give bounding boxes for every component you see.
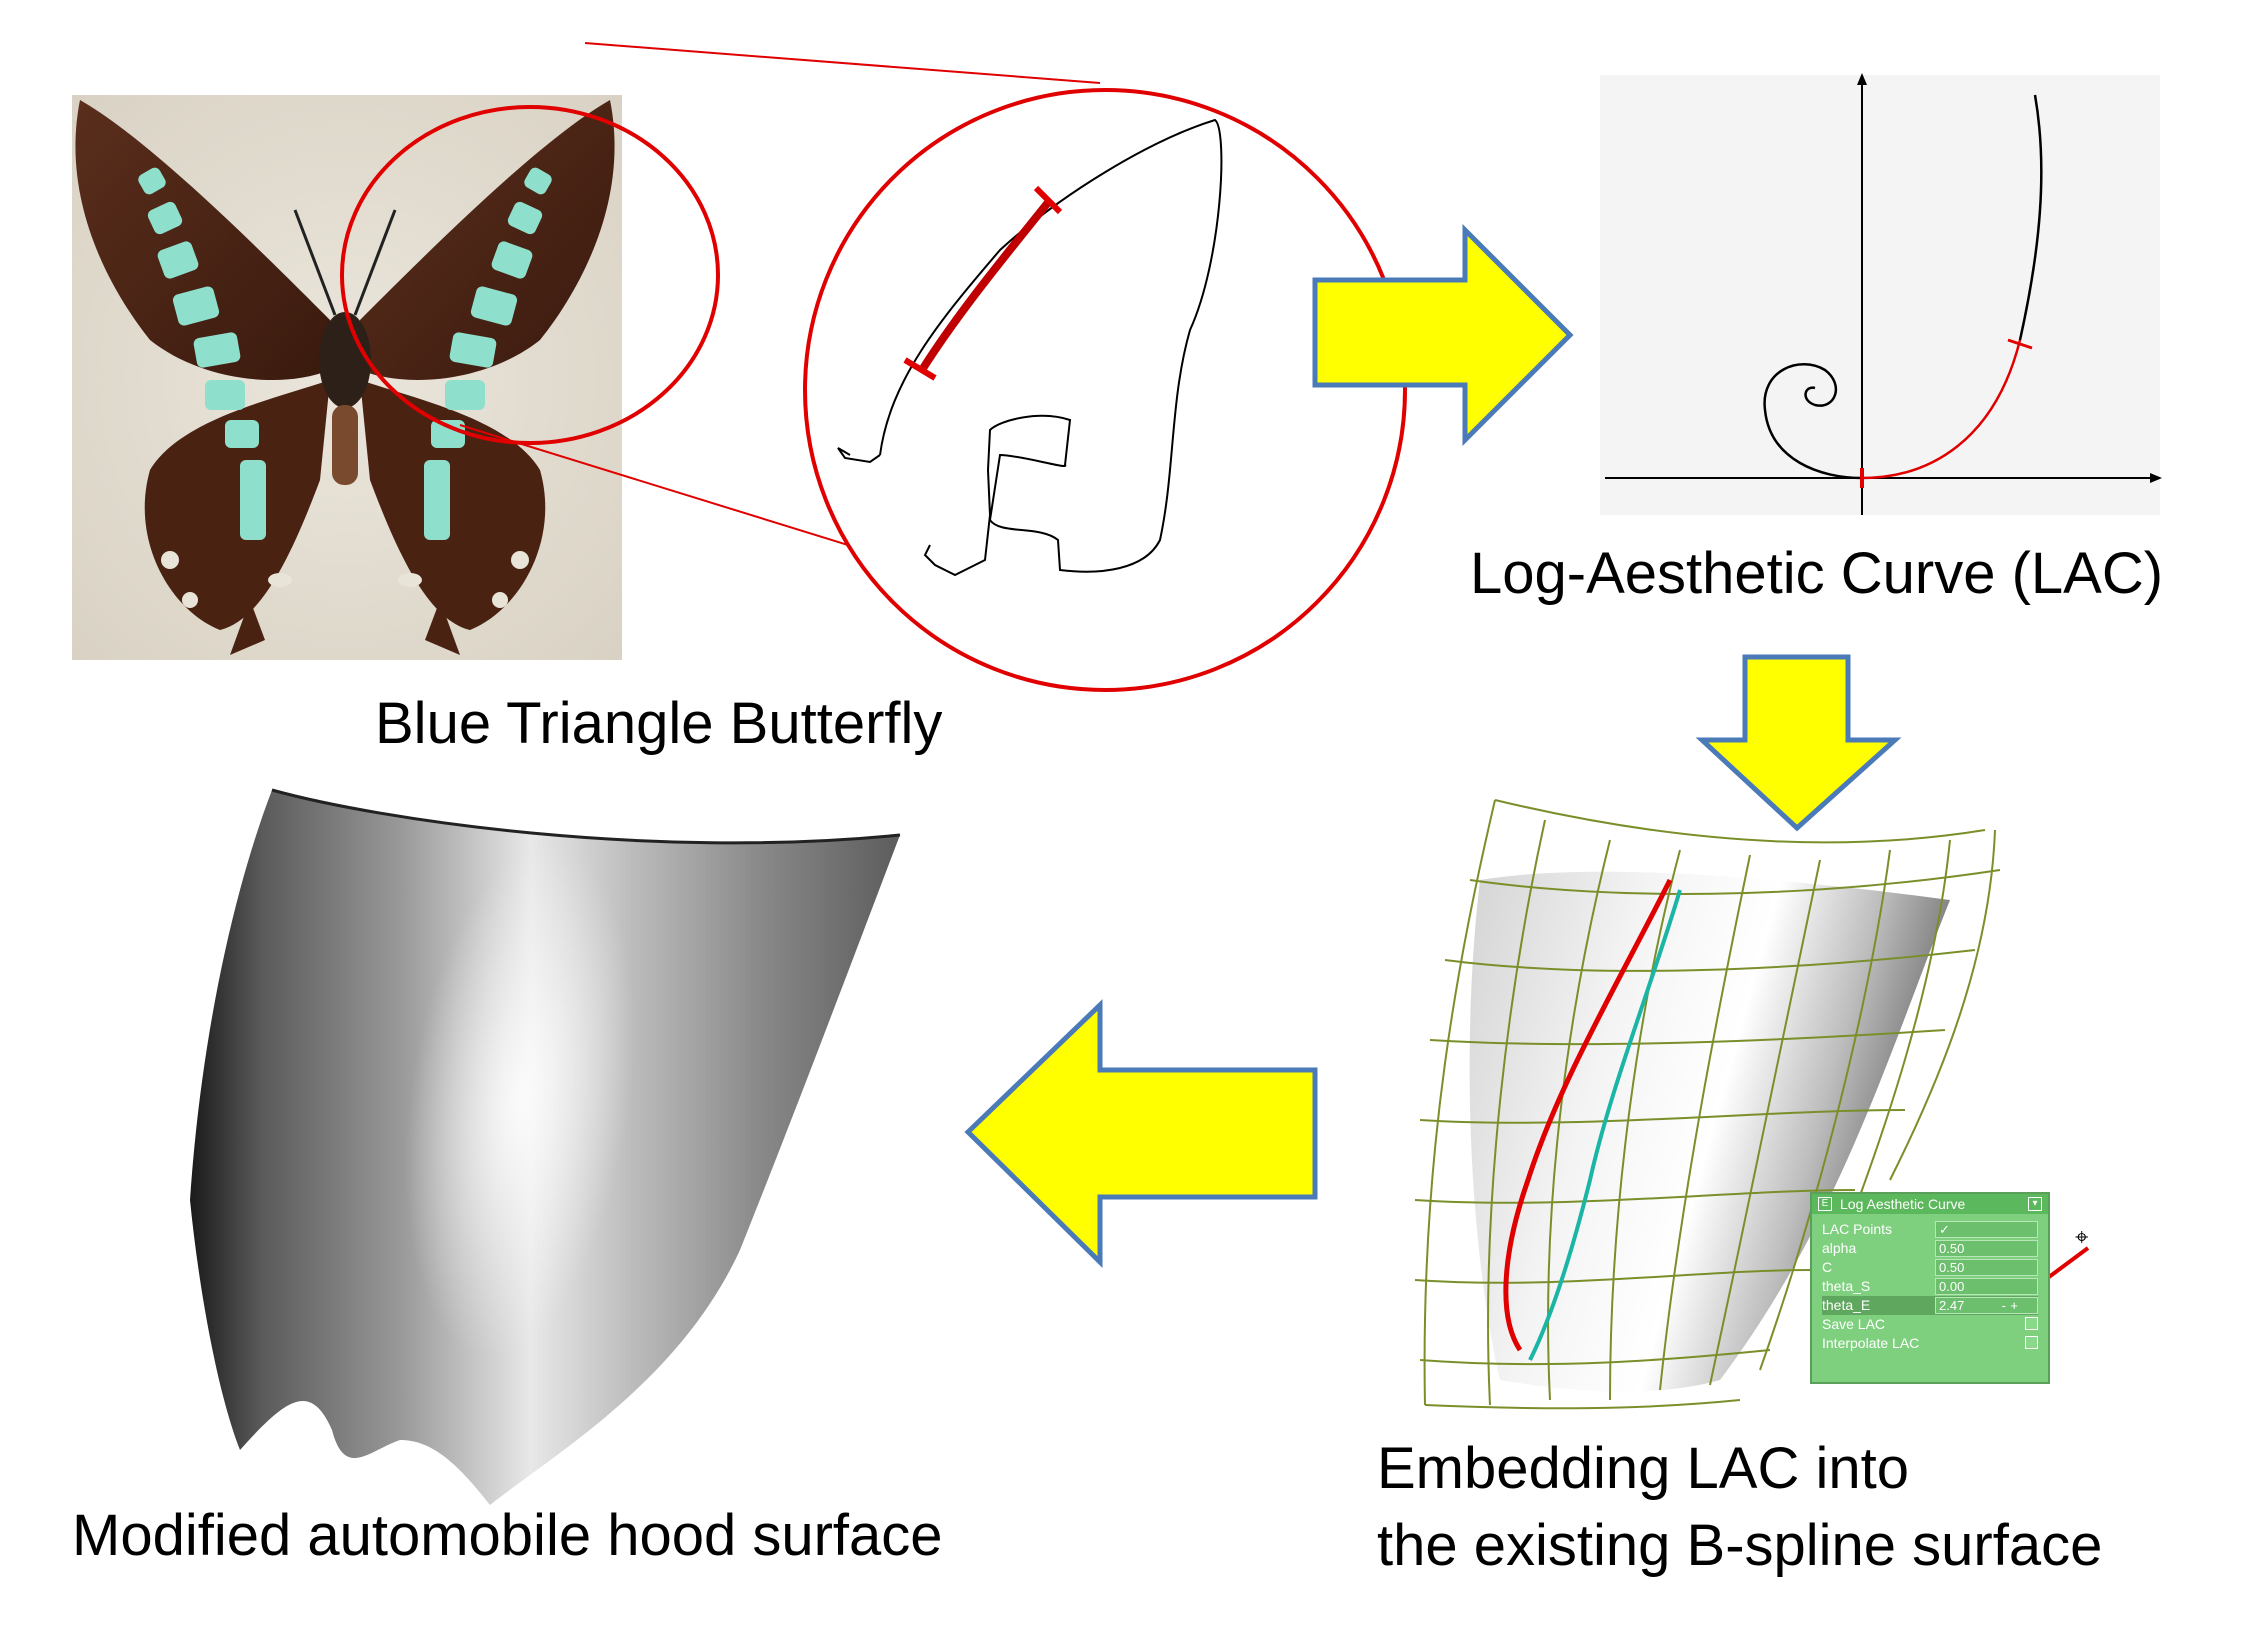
panel-row[interactable]: Save LAC [1822,1315,2038,1334]
panel-collapse-icon[interactable]: ▾ [2028,1197,2042,1211]
zoom-line-top [584,42,1101,84]
caption-lac: Log-Aesthetic Curve (LAC) [1470,541,2164,606]
arrow-left [964,999,1318,1268]
caption-butterfly: Blue Triangle Butterfly [375,691,943,756]
panel-row-value[interactable] [1937,1336,2038,1351]
panel-row-label: alpha [1822,1240,1857,1256]
wing-curve-segment [918,197,1054,373]
source-circle [340,105,720,445]
panel-row[interactable]: theta_S 0.00 [1822,1277,2038,1296]
hood-surface [190,788,901,1505]
panel-row-value[interactable]: 2.47 [1935,1297,2038,1314]
magnified-circle [803,88,1407,692]
panel-menu-icon[interactable]: E [1818,1197,1832,1211]
caption-embed-line2: the existing B-spline surface [1377,1513,2103,1578]
zoom-callout [340,42,1407,692]
lac-plot [1600,73,2162,515]
panel-row[interactable]: Interpolate LAC [1822,1334,2038,1353]
embedded-lac-curve [1503,878,1673,1352]
panel-row[interactable]: theta_E 2.47-+ [1822,1296,2038,1315]
butterfly-photo [72,95,622,660]
panel-row-label: theta_S [1822,1278,1871,1294]
control-mesh [1414,799,2001,1410]
panel-title: Log Aesthetic Curve [1840,1196,1966,1212]
panel-row-value[interactable]: 0.00 [1935,1278,2038,1295]
bspline-shaded [1469,871,1950,1392]
caption-embed-line1: Embedding LAC into [1377,1436,1909,1501]
caption-hood: Modified automobile hood surface [72,1503,943,1568]
cyan-reference-curve [1528,889,1682,1361]
panel-row-label: theta_E [1822,1297,1871,1313]
arrow-down [1695,654,1902,832]
lac-highlight-segment [1861,339,2022,480]
arrow-right [1312,223,1574,447]
panel-checkbox[interactable] [2025,1317,2038,1330]
panel-row-value[interactable]: 0.50 [1935,1259,2038,1276]
panel-row[interactable]: LAC Points ✓ [1822,1220,2038,1239]
panel-row-value[interactable]: ✓ [1935,1221,2038,1238]
panel-checkbox[interactable] [2025,1336,2038,1349]
panel-row-label: LAC Points [1822,1221,1893,1237]
panel-row-label: C [1822,1259,1833,1275]
svg-text:⌖: ⌖ [2075,1223,2089,1251]
panel-row-label: Save LAC [1822,1316,1886,1332]
panel-row-value[interactable]: 0.50 [1935,1240,2038,1257]
panel-row-label: Interpolate LAC [1822,1335,1920,1351]
panel-row-value[interactable] [1937,1317,2038,1332]
stepper-plus-button[interactable]: + [2010,1298,2018,1313]
panel-title-bar[interactable]: E Log Aesthetic Curve ▾ [1812,1194,2048,1214]
stepper-minus-button[interactable]: - [2001,1298,2006,1313]
lac-settings-panel: E Log Aesthetic Curve ▾ LAC Points✓alpha… [1810,1192,2050,1384]
panel-row[interactable]: alpha 0.50 [1822,1239,2038,1258]
lac-spiral [1763,363,1863,480]
bspline-surface [1414,799,2001,1410]
panel-row[interactable]: C 0.50 [1822,1258,2038,1277]
